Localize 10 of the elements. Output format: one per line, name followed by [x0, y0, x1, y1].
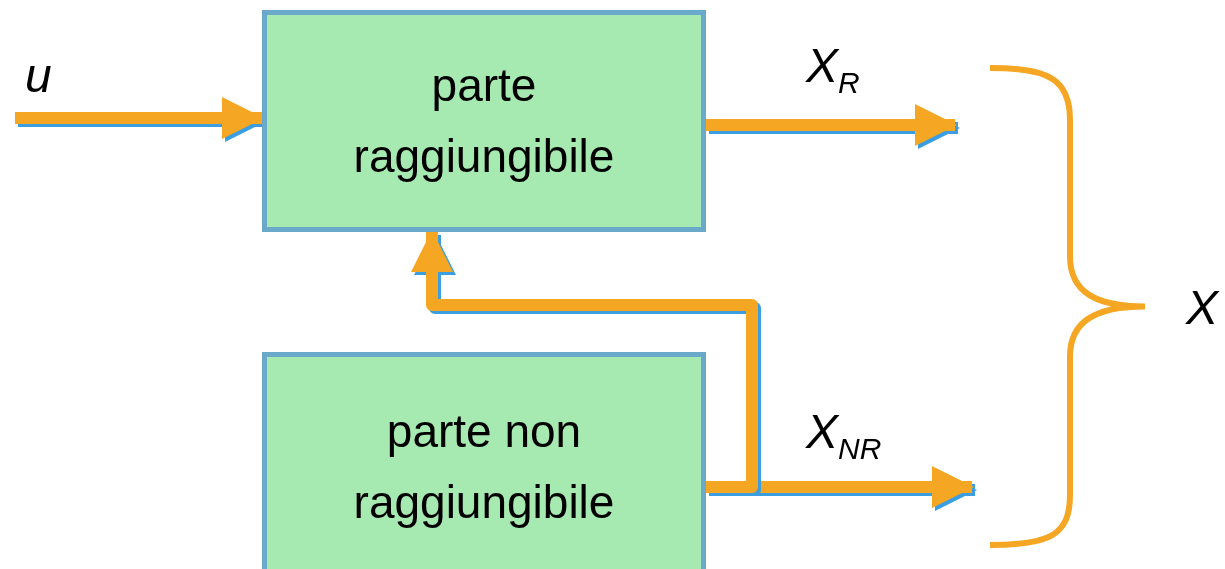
- edge-label: X$_{R}$: [806, 42, 860, 98]
- arrow: [706, 104, 957, 146]
- variable-label: X: [1186, 283, 1218, 332]
- process-box: [262, 10, 706, 232]
- process-box: [262, 352, 706, 569]
- edge-label: u: [25, 52, 52, 100]
- arrow: [15, 97, 264, 139]
- edge-label: X$_{NR}$: [806, 408, 882, 464]
- box-text: parte raggiungibile: [352, 57, 616, 184]
- box-text: parte non raggiungibile: [352, 403, 616, 530]
